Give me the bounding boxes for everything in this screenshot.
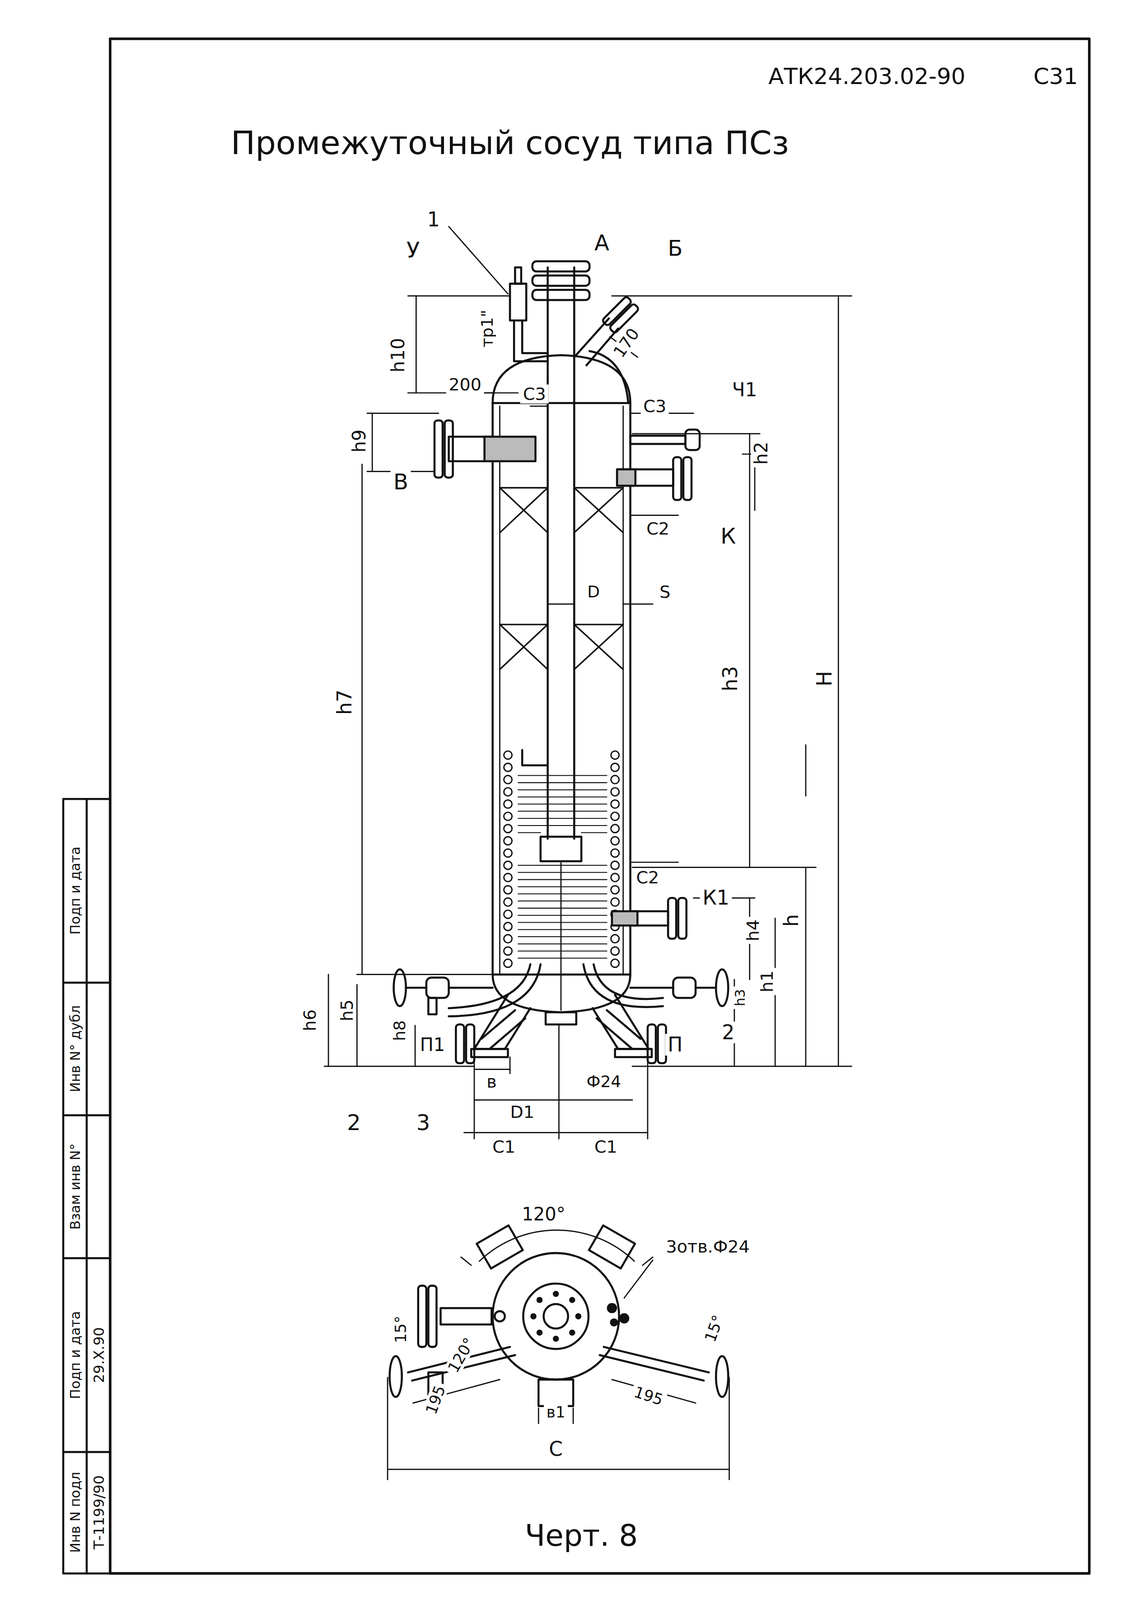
- dimension-label: 170: [608, 322, 645, 363]
- dimension-label: 2: [344, 1110, 364, 1134]
- dimension-label: П1: [417, 1034, 449, 1055]
- dimension-label: С1: [591, 1136, 621, 1156]
- dimension-label: 15°: [392, 1312, 410, 1346]
- dimension-label: h6: [300, 1006, 320, 1034]
- dimension-label: 195: [629, 1381, 669, 1409]
- sheet-code: АТК24.203.02-90: [765, 64, 968, 89]
- dimension-label: 3отв.Ф24: [663, 1236, 753, 1256]
- dimension-label: 200: [445, 374, 485, 394]
- dimension-label: 3: [413, 1110, 434, 1134]
- stamp-text: 29.X.90: [90, 1323, 108, 1386]
- dimension-label: S: [656, 582, 673, 602]
- dimension-label: D1: [507, 1102, 537, 1122]
- dimension-label: тр1": [478, 306, 497, 350]
- dimension-label: h1: [757, 967, 777, 995]
- dimension-label: h9: [349, 426, 370, 455]
- dimension-label: 2: [719, 1021, 738, 1043]
- drawing-caption: Черт. 8: [522, 1519, 641, 1552]
- stamp-text: Т-1199/90: [90, 1471, 108, 1552]
- dimension-label: D: [584, 582, 603, 601]
- dimension-label: в: [483, 1071, 500, 1091]
- dimension-label: h7: [333, 686, 356, 718]
- dimension-label: h4: [743, 916, 763, 944]
- dimension-label: П: [664, 1033, 686, 1056]
- dimension-label: h5: [337, 995, 357, 1024]
- dimension-label: С: [546, 1437, 566, 1460]
- dimension-label: 120°: [518, 1203, 568, 1224]
- dimension-label: 15°: [700, 1309, 728, 1347]
- dimension-label: С3: [520, 384, 549, 404]
- stamp-text: Инв N подл: [67, 1468, 84, 1555]
- dimension-label: 195: [421, 1380, 450, 1419]
- dimension-label: h3: [719, 663, 742, 694]
- sheet-code: С31: [1030, 64, 1081, 89]
- dimension-label: В: [390, 469, 412, 494]
- dimension-label: С2: [643, 518, 673, 538]
- dimension-label: 120°: [443, 1331, 480, 1378]
- stamp-text: Подп и дата: [67, 1307, 84, 1402]
- stamp-text: Взам инв N°: [67, 1140, 84, 1233]
- dimension-label: С2: [633, 867, 663, 887]
- dimension-label: К: [717, 523, 739, 548]
- dimension-label: h2: [751, 438, 771, 468]
- dimension-label: Ф24: [583, 1072, 624, 1091]
- dimension-label: h10: [387, 335, 408, 375]
- dimension-label: Н: [812, 667, 836, 689]
- stamp-text: Инв N° дубл: [67, 1002, 84, 1095]
- dimension-label: h8: [390, 1017, 409, 1044]
- dimension-label: Б: [664, 236, 686, 260]
- dimension-label: А: [591, 230, 613, 255]
- dimension-label: 1: [424, 208, 443, 231]
- dimension-label: h: [780, 911, 803, 930]
- drawing-title: Промежуточный сосуд типа ПСз: [228, 125, 792, 160]
- dimension-label: С1: [489, 1136, 519, 1156]
- dimension-label: в1: [543, 1402, 569, 1421]
- dimension-label: У: [403, 238, 423, 262]
- stamp-text: Подп и дата: [67, 843, 84, 938]
- dimension-label: С3: [640, 396, 669, 416]
- dimension-label: h3: [732, 985, 748, 1009]
- dimension-label: К1: [700, 886, 733, 909]
- dimension-label: Ч1: [729, 379, 761, 401]
